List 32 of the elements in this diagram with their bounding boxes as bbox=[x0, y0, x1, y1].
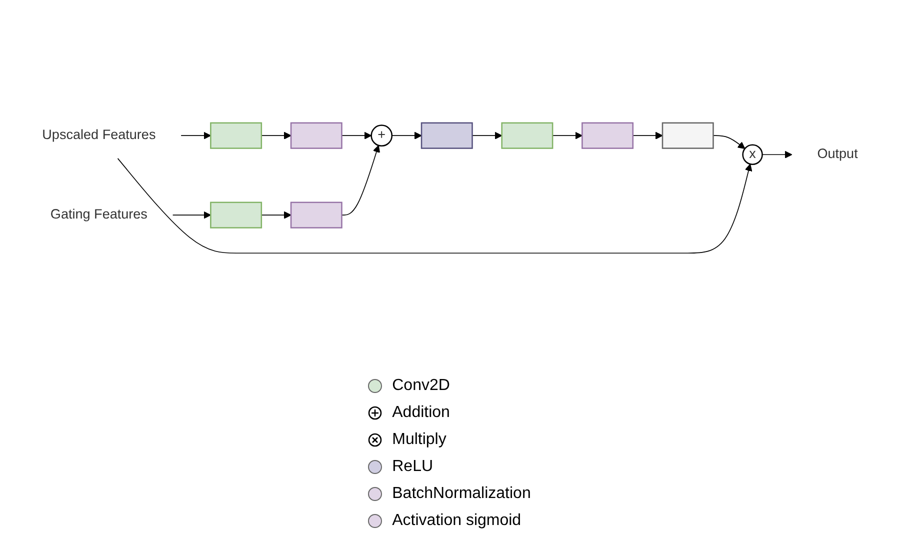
node-circle: + bbox=[370, 124, 392, 147]
legend-label: Activation sigmoid bbox=[392, 512, 522, 530]
arrow bbox=[116, 158, 752, 254]
node-box bbox=[500, 122, 553, 149]
node-text: Upscaled Features bbox=[42, 128, 156, 142]
arrow bbox=[180, 132, 211, 140]
arrow bbox=[552, 132, 582, 140]
arrow bbox=[391, 132, 422, 140]
arrow bbox=[260, 211, 291, 219]
arrow bbox=[260, 132, 291, 140]
arrow bbox=[632, 132, 662, 140]
arrow bbox=[172, 211, 211, 219]
node-box bbox=[210, 122, 262, 149]
node-box bbox=[661, 122, 714, 149]
arrow bbox=[471, 132, 502, 140]
node-box bbox=[420, 122, 472, 149]
node-text: Output bbox=[816, 147, 858, 162]
legend-label: Addition bbox=[392, 404, 450, 422]
node-box bbox=[290, 202, 342, 228]
arrow bbox=[340, 145, 380, 216]
node-box bbox=[290, 122, 342, 149]
node-box bbox=[581, 122, 634, 149]
legend-label: Conv2D bbox=[392, 376, 450, 394]
node-box bbox=[210, 202, 262, 228]
legend-label: ReLU bbox=[392, 458, 434, 476]
arrow bbox=[712, 135, 745, 150]
legend-label: BatchNormalization bbox=[392, 484, 531, 502]
arrow bbox=[340, 132, 372, 140]
node-text: Gating Features bbox=[50, 208, 147, 222]
node-circle: x bbox=[742, 144, 762, 166]
arrow bbox=[761, 150, 792, 158]
legend-label: Multiply bbox=[392, 430, 446, 448]
